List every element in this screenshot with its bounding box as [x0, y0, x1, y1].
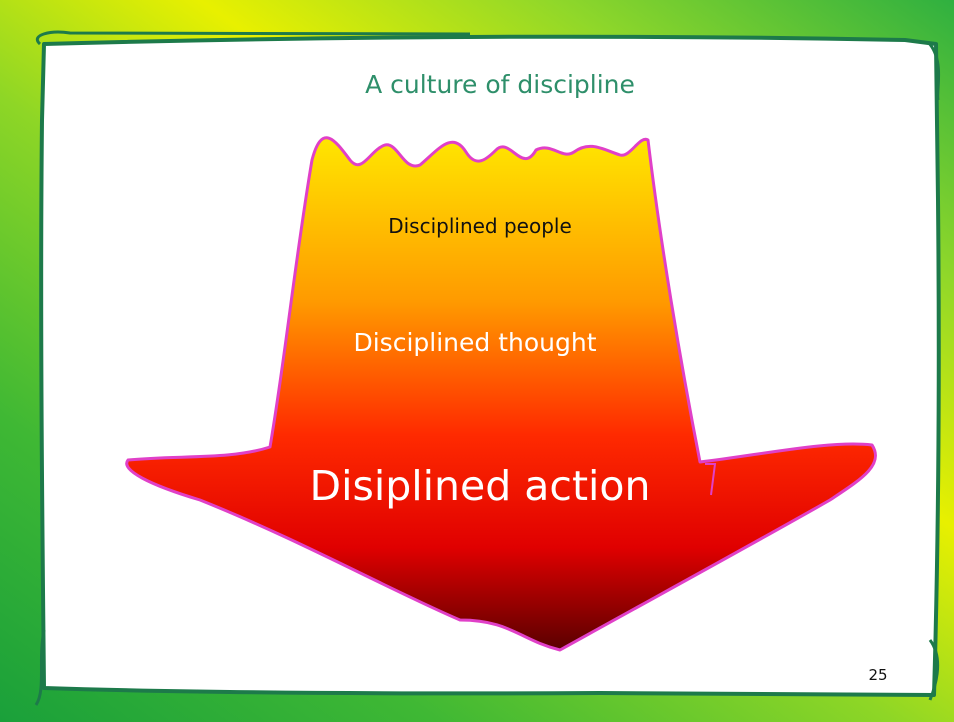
frame-stroke-left	[34, 629, 46, 706]
discipline-arrow	[125, 136, 877, 652]
level-label-people: Disciplined people	[388, 214, 572, 238]
level-label-action: Disiplined action	[309, 462, 651, 510]
level-label-thought: Disciplined thought	[353, 328, 597, 357]
slide-number: 25	[868, 666, 888, 684]
slide-title: A culture of discipline	[365, 70, 635, 99]
frame-stroke-top	[36, 30, 471, 46]
arrow-notch-mark	[705, 463, 717, 496]
frame-stroke-right	[926, 40, 941, 701]
